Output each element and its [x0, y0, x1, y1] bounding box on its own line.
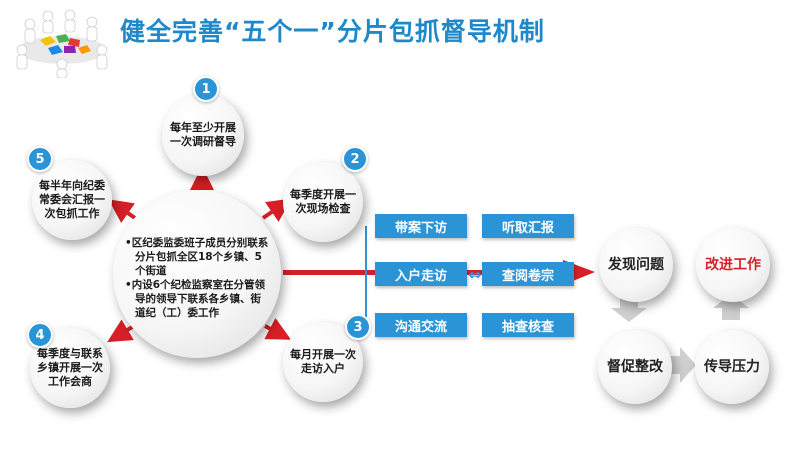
method-box-right-3: 抽查核查: [482, 313, 574, 337]
satellite-circle-1: 每年至少开展一次调研督导: [162, 94, 244, 176]
satellite-circle-5: 每半年向纪委常委会汇报一次包抓工作: [32, 160, 112, 240]
satellite-text-1: 每年至少开展一次调研督导: [170, 121, 236, 148]
bullet: •: [125, 237, 132, 249]
satellite-circle-2: 每季度开展一次现场检查: [283, 162, 363, 242]
cycle-circle-3: 督促整改: [598, 330, 672, 404]
cycle-circle-2: 改进工作: [696, 228, 770, 302]
method-box-right-1: 听取汇报: [482, 214, 574, 238]
center-item-1-text: 区纪委监委班子成员分别联系分片包抓全区18个乡镇、5个街道: [131, 237, 269, 277]
cycle-circle-1: 发现问题: [599, 228, 673, 302]
badge-number-5: 5: [27, 146, 53, 172]
page-title: 健全完善“五个一”分片包抓督导机制: [120, 17, 545, 46]
team-meeting-icon: [16, 9, 108, 78]
satellite-text-4: 每季度与联系乡镇开展一次工作会商: [37, 347, 103, 388]
center-item-2-text: 内设6个纪检监察室在分管领导的领导下联系各乡镇、街道纪（工）委工作: [131, 279, 266, 319]
cycle-circle-4: 传导压力: [695, 330, 769, 404]
badge-number-2: 2: [342, 146, 368, 172]
bidirectional-arrow-icon: ⇔: [468, 264, 482, 284]
badge-number-4: 4: [27, 322, 53, 348]
badge-number-1: 1: [193, 76, 219, 102]
center-circle: •区纪委监委班子成员分别联系分片包抓全区18个乡镇、5个街道 •内设6个纪检监察…: [113, 190, 281, 358]
cycle-text-1: 发现问题: [608, 257, 664, 273]
center-list: •区纪委监委班子成员分别联系分片包抓全区18个乡镇、5个街道 •内设6个纪检监察…: [125, 236, 271, 320]
satellite-text-2: 每季度开展一次现场检查: [290, 188, 356, 215]
satellite-text-5: 每半年向纪委常委会汇报一次包抓工作: [39, 179, 105, 220]
method-box-left-1: 带案下访: [375, 214, 467, 238]
center-item-2: •内设6个纪检监察室在分管领导的领导下联系各乡镇、街道纪（工）委工作: [125, 278, 271, 320]
red-arrows: [107, 166, 292, 343]
satellite-text-3: 每月开展一次走访入户: [290, 348, 356, 375]
cycle-text-4: 传导压力: [704, 359, 760, 375]
cycle-text-2: 改进工作: [705, 257, 761, 273]
method-box-right-2: 查阅卷宗: [482, 262, 574, 286]
method-box-left-2: 入户走访: [375, 262, 467, 286]
center-item-1: •区纪委监委班子成员分别联系分片包抓全区18个乡镇、5个街道: [125, 236, 271, 278]
badge-number-3: 3: [345, 314, 371, 340]
cycle-text-3: 督促整改: [607, 359, 663, 375]
bullet: •: [125, 279, 132, 291]
method-box-left-3: 沟通交流: [375, 313, 467, 337]
